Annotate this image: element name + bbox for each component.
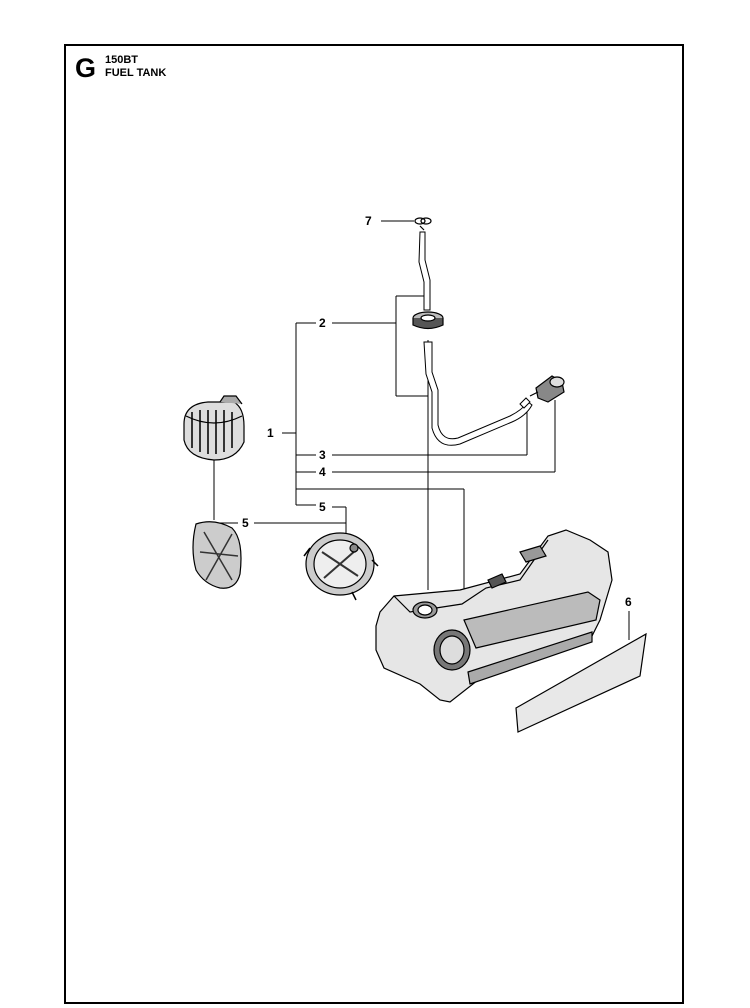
- callout-4: 4: [319, 465, 326, 479]
- grommet-part-2: [412, 311, 444, 330]
- clip-part-7: [414, 217, 432, 231]
- fuel-cap-part-5: [303, 532, 379, 601]
- fuel-tank: [375, 529, 613, 703]
- callout-6: 6: [625, 595, 632, 609]
- callout-5-left: 5: [242, 516, 249, 530]
- pickup-filter-part-5: [192, 521, 242, 589]
- fuel-cap-left: [183, 395, 245, 520]
- fuel-hose: [423, 341, 533, 446]
- decal-part-6: [515, 632, 647, 733]
- fuel-filter-part-4: [529, 375, 565, 403]
- callout-2: 2: [319, 316, 326, 330]
- callout-3: 3: [319, 448, 326, 462]
- page-frame: [64, 44, 684, 1004]
- callout-5-right: 5: [319, 500, 326, 514]
- section-letter: G: [75, 53, 97, 83]
- diagram-title: FUEL TANK: [105, 67, 167, 79]
- fitting-part-3: [519, 397, 531, 409]
- callout-7: 7: [365, 214, 372, 228]
- model-number: 150BT: [105, 54, 139, 66]
- callout-1: 1: [267, 426, 274, 440]
- return-hose: [418, 231, 431, 311]
